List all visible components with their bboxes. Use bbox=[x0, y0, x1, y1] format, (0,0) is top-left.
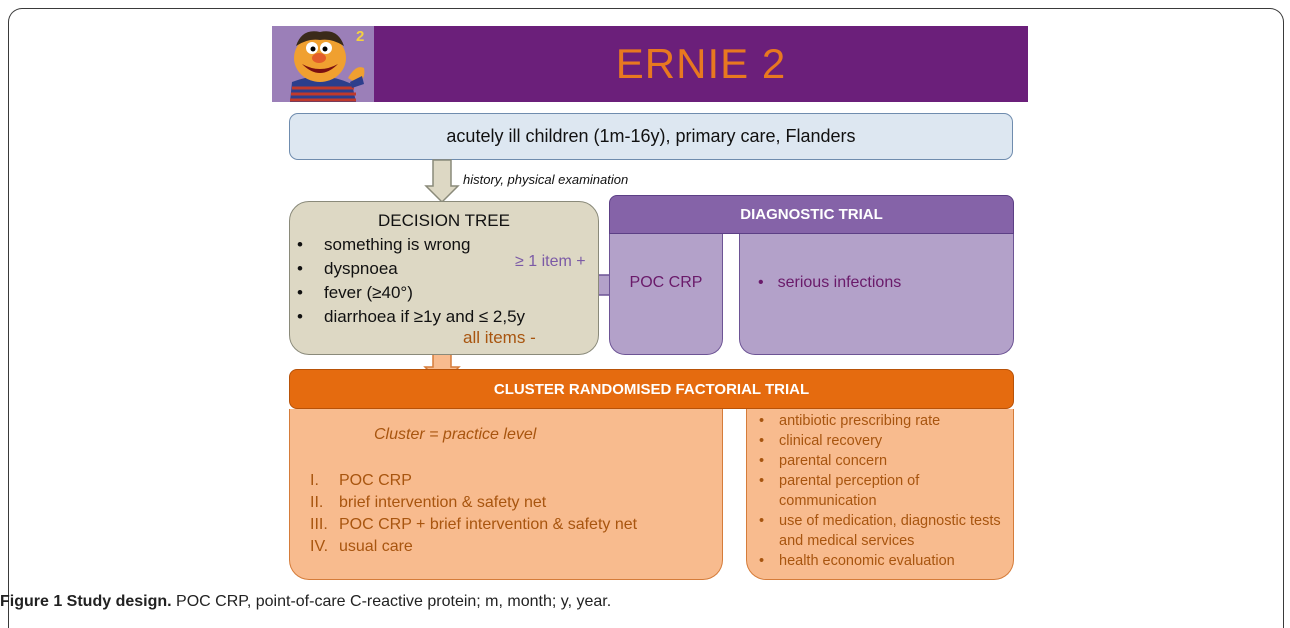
list-item: •use of medication, diagnostic tests and… bbox=[759, 513, 1001, 549]
list-item: •antibiotic prescribing rate bbox=[759, 413, 941, 429]
population-box: acutely ill children (1m-16y), primary c… bbox=[289, 113, 1013, 160]
list-item: •dyspnoea bbox=[297, 259, 398, 278]
list-item: IV.usual care bbox=[310, 538, 413, 555]
list-item: •fever (≥40°) bbox=[297, 283, 413, 302]
serious-infections-item: •serious infections bbox=[758, 274, 902, 291]
diagnostic-trial-header: DIAGNOSTIC TRIAL bbox=[609, 195, 1014, 234]
list-item: III.POC CRP + brief intervention & safet… bbox=[310, 516, 638, 533]
poc-crp-label: POC CRP bbox=[629, 274, 703, 291]
caption-label: Figure 1 Study design. bbox=[0, 593, 172, 610]
decision-tree-list: •something is wrong •dyspnoea •fever (≥4… bbox=[297, 233, 525, 329]
list-item: •health economic evaluation bbox=[759, 553, 955, 569]
arms-list: I.POC CRP II.brief intervention & safety… bbox=[310, 470, 637, 558]
down-arrow-population bbox=[424, 159, 460, 204]
poc-crp-box: POC CRP bbox=[609, 234, 723, 355]
mascot-badge: 2 bbox=[356, 28, 365, 45]
outcomes-list: •antibiotic prescribing rate •clinical r… bbox=[759, 411, 1013, 571]
figure-caption: Figure 1 Study design. POC CRP, point-of… bbox=[0, 593, 611, 611]
serious-infections-box: •serious infections bbox=[739, 234, 1014, 355]
list-item: •parental perception of communication bbox=[759, 473, 920, 509]
cluster-subtitle: Cluster = practice level bbox=[374, 426, 537, 443]
caption-text: POC CRP, point-of-care C-reactive protei… bbox=[171, 593, 612, 610]
list-item: •diarrhoea if ≥1y and ≤ 2,5y bbox=[297, 307, 526, 326]
list-item: II.brief intervention & safety net bbox=[310, 494, 547, 511]
list-item: •clinical recovery bbox=[759, 433, 883, 449]
study-title: ERNIE 2 bbox=[615, 40, 787, 87]
list-item: I.POC CRP bbox=[310, 472, 412, 489]
decision-tree-title: DECISION TREE bbox=[378, 211, 510, 230]
list-item: •parental concern bbox=[759, 453, 888, 469]
step-label: history, physical examination bbox=[463, 172, 629, 187]
mascot-image: 2 bbox=[272, 26, 374, 102]
list-item: •something is wrong bbox=[297, 235, 471, 254]
cluster-trial-header: CLUSTER RANDOMISED FACTORIAL TRIAL bbox=[289, 369, 1014, 409]
positive-label: ≥ 1 item + bbox=[515, 253, 586, 270]
figure-frame bbox=[8, 8, 1284, 628]
cluster-arms-box: Cluster = practice level I.POC CRP II.br… bbox=[289, 409, 723, 580]
decision-tree-box: DECISION TREE •something is wrong •dyspn… bbox=[289, 201, 599, 355]
title-banner bbox=[272, 26, 1028, 102]
outcomes-box: •antibiotic prescribing rate •clinical r… bbox=[746, 409, 1014, 580]
negative-label: all items - bbox=[463, 328, 536, 347]
